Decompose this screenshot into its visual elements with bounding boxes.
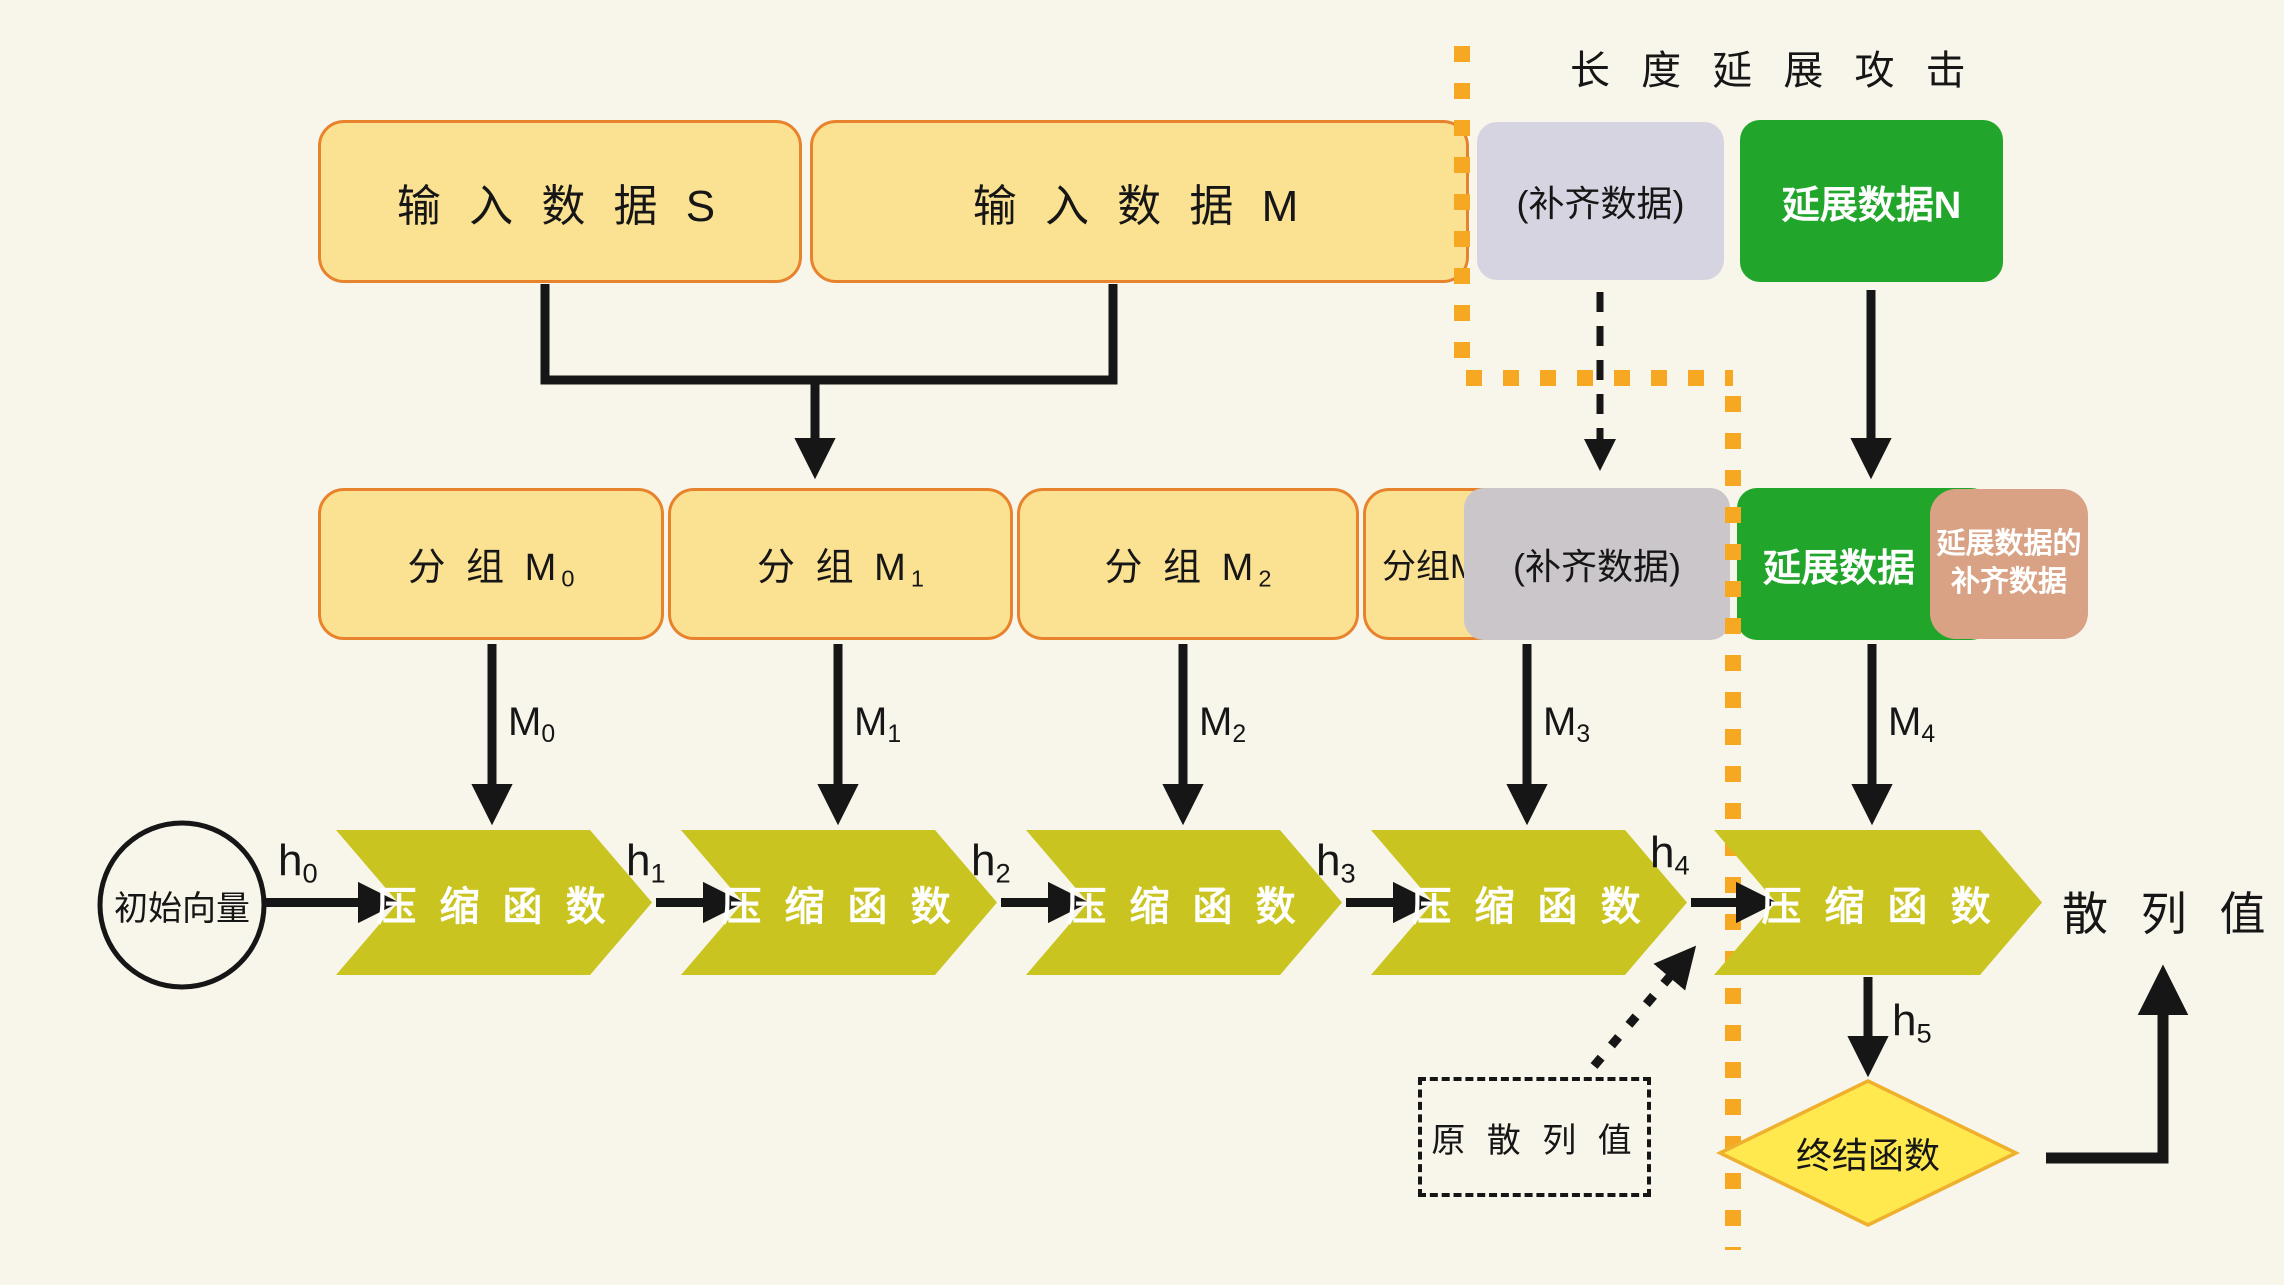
- node-extension-padding-data-label: 延展数据的 补齐数据: [1936, 528, 2082, 598]
- node-extension-data-n: 延展数据N: [1740, 120, 2003, 282]
- node-group-m1-label: 分 组 M1: [757, 546, 924, 592]
- h3-edge-label: h3: [1316, 836, 1356, 889]
- node-input-data-s-label: 输 入 数 据 S: [396, 181, 724, 231]
- node-compression-1: [336, 830, 652, 975]
- original-hash-value-label: 原 散 列 值: [1431, 1121, 1638, 1160]
- h5-edge-label: h5: [1892, 996, 1932, 1049]
- node-extension-data-n-label: 延展数据N: [1781, 184, 1962, 227]
- hash-value-label: 散 列 值: [2062, 888, 2276, 940]
- compression-2-label: 压 缩 函 数: [721, 884, 957, 929]
- m4-edge-label: M4: [1888, 700, 1936, 748]
- node-padding-data-row2: (补齐数据): [1464, 488, 1730, 640]
- compression-5-label: 压 缩 函 数: [1761, 884, 1997, 929]
- node-compression-4: [1371, 830, 1687, 975]
- compression-1-label: 压 缩 函 数: [376, 884, 612, 929]
- h1-edge-label: h1: [626, 836, 666, 889]
- node-padding-data-top-label: (补齐数据): [1516, 183, 1685, 224]
- node-padding-data-top: (补齐数据): [1477, 122, 1724, 280]
- node-extension-data-label-wrap: 延展数据: [1744, 488, 1934, 640]
- finalization-function-label-wrap: 终结函数: [1768, 1081, 1968, 1225]
- node-group-m0-label: 分 组 M0: [407, 546, 575, 592]
- edge-original-hash-dotted-arrow: [1590, 945, 1697, 1069]
- node-compression-5: [1714, 830, 2042, 975]
- m3-edge-label: M3: [1543, 700, 1591, 748]
- node-initial-vector: [97, 820, 267, 990]
- node-finalization-function: [1715, 1079, 2021, 1227]
- initial-vector-label: 初始向量: [114, 889, 250, 928]
- length-extension-attack-title: 长 度 延 展 攻 击: [1570, 49, 1976, 93]
- initial-vector-label-wrap: 初始向量: [100, 830, 264, 980]
- m0-edge-label: M0: [508, 700, 556, 748]
- node-extension-data-label: 延展数据: [1762, 547, 1915, 590]
- compression-2-label-wrap: 压 缩 函 数: [721, 830, 950, 975]
- node-compression-2: [681, 830, 997, 975]
- node-input-data-m: 输 入 数 据 M: [810, 120, 1469, 283]
- compression-1-label-wrap: 压 缩 函 数: [376, 830, 605, 975]
- h2-edge-label: h2: [971, 836, 1011, 889]
- node-group-m2: 分 组 M2: [1017, 488, 1359, 640]
- m1-edge-label: M1: [854, 700, 902, 748]
- h0-edge-label: h0: [278, 836, 318, 889]
- node-compression-3: [1026, 830, 1342, 975]
- node-input-data-m-label: 输 入 数 据 M: [972, 181, 1307, 231]
- compression-4-label: 压 缩 函 数: [1411, 884, 1647, 929]
- h4-edge-label: h4: [1650, 828, 1690, 881]
- node-group-m2-label: 分 组 M2: [1104, 546, 1272, 592]
- compression-3-label: 压 缩 函 数: [1066, 884, 1302, 929]
- node-input-data-s: 输 入 数 据 S: [318, 120, 802, 283]
- node-original-hash-value: 原 散 列 值: [1418, 1077, 1651, 1197]
- node-group-m0: 分 组 M0: [318, 488, 664, 640]
- finalization-function-label: 终结函数: [1795, 1135, 1940, 1176]
- node-padding-data-row2-label: (补齐数据): [1513, 546, 1681, 587]
- edge-inputs-join-bracket: [540, 284, 1118, 385]
- edge-finalization-to-hash-arrow: [2046, 964, 2189, 1164]
- m2-edge-label: M2: [1199, 700, 1247, 748]
- compression-4-label-wrap: 压 缩 函 数: [1411, 830, 1640, 975]
- compression-3-label-wrap: 压 缩 函 数: [1066, 830, 1295, 975]
- compression-5-label-wrap: 压 缩 函 数: [1761, 830, 1990, 975]
- node-group-m1: 分 组 M1: [668, 488, 1013, 640]
- node-extension-padding-data: 延展数据的 补齐数据: [1930, 489, 2088, 639]
